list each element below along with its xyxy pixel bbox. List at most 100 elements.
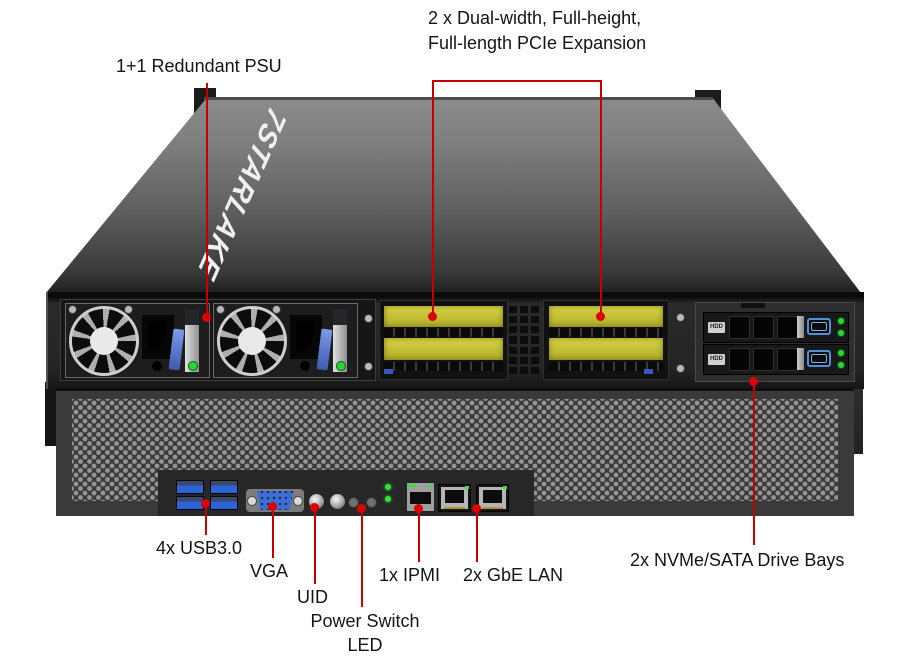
leader-vga (272, 506, 274, 558)
rj45-slot (483, 490, 502, 503)
psu-power-inlet (290, 315, 322, 359)
chassis-top-panel (46, 97, 861, 293)
tray-clip (797, 316, 804, 338)
pcie-bracket-row (384, 328, 503, 337)
pcie-slot-area-1 (379, 300, 508, 380)
leader-pcie-2 (600, 80, 602, 314)
bezel-left-ear (45, 382, 58, 446)
drive-tray-1: HDD (703, 312, 849, 343)
leader-power-switch (361, 508, 363, 607)
port-led (503, 486, 507, 489)
label-drive-bays: 2x NVMe/SATA Drive Bays (630, 550, 845, 570)
leader-pcie-bridge (432, 80, 602, 82)
usb3-port (210, 496, 238, 510)
label-vga: VGA (250, 561, 289, 581)
leader-uid (314, 507, 316, 584)
label-pcie: 2 x Dual-width, Full-height, Full-length… (428, 6, 688, 56)
leader-lan-dot (472, 504, 481, 513)
tray-vents (729, 348, 798, 371)
label-usb: 4x USB3.0 (156, 538, 243, 558)
leader-psu-dot (202, 313, 211, 322)
gbe-lan-port-1 (438, 484, 471, 512)
front-bezel (56, 388, 854, 516)
psu-handle-plate (185, 309, 199, 372)
port-led (429, 484, 433, 487)
status-led (348, 497, 359, 508)
leader-usb-dot (201, 499, 210, 508)
thumbscrew (216, 305, 225, 314)
psu-status-led (336, 361, 346, 371)
leader-ipmi-dot (414, 504, 423, 513)
vga-screw (247, 496, 257, 506)
drive-tray-2: HDD (703, 344, 849, 375)
io-port-strip (158, 470, 534, 516)
thumbscrew (124, 305, 133, 314)
leader-usb (205, 503, 207, 535)
pcie-bracket-row (549, 328, 663, 337)
usb3-port (210, 480, 238, 494)
pcie-slot-area-2 (543, 300, 669, 380)
drive-bay-section: HDD HDD (695, 302, 855, 382)
label-psu: 1+1 Redundant PSU (116, 56, 282, 76)
vga-screw (293, 496, 303, 506)
vga-connector (257, 491, 293, 510)
hdd-label: HDD (708, 354, 725, 365)
thumbscrew (68, 305, 77, 314)
rj45-contacts (444, 507, 465, 509)
label-pcie-line1: 2 x Dual-width, Full-height, (428, 8, 642, 28)
label-pcie-line2: Full-length PCIe Expansion (428, 33, 647, 53)
psu-power-inlet (142, 315, 174, 359)
rj45-slot (410, 492, 431, 504)
pcie-bracket-row (384, 362, 503, 371)
leader-power-switch-dot (357, 504, 366, 513)
label-power-switch-line2: LED (347, 635, 383, 655)
label-power-switch-line1: Power Switch (310, 611, 420, 631)
psu-module-2 (213, 303, 358, 378)
pcie-clip (644, 369, 653, 374)
gbe-lan-port-2 (476, 484, 509, 512)
psu-bay (60, 299, 376, 381)
rj45-slot (445, 490, 464, 503)
chassis-top-edge (204, 97, 713, 100)
drive-led (837, 361, 845, 369)
leader-uid-dot (310, 503, 319, 512)
leader-drive-bays (753, 382, 755, 545)
leader-pcie-1 (432, 80, 434, 314)
psu-fan-icon (217, 306, 287, 376)
leader-drive-bays-dot (749, 377, 758, 386)
port-led (465, 486, 469, 489)
drive-led (837, 329, 845, 337)
green-led (385, 496, 391, 502)
usb-port-block (176, 480, 238, 510)
thumbscrew (272, 305, 281, 314)
pcie-filler-1 (384, 306, 503, 327)
port-led (408, 484, 415, 487)
panel-screw (676, 364, 685, 373)
leader-pcie-dot-1 (428, 312, 437, 321)
tray-clip (797, 348, 804, 370)
status-led (366, 497, 377, 508)
pcie-clip (384, 369, 393, 374)
tray-eject-button (807, 318, 831, 335)
panel-screw (364, 362, 373, 371)
panel-screw (676, 313, 685, 322)
psu-button (152, 361, 162, 371)
pcie-bracket-row (549, 362, 663, 371)
psu-button (300, 361, 310, 371)
label-power-switch: Power Switch LED (295, 609, 435, 657)
label-ipmi: 1x IPMI (379, 565, 441, 585)
tray-eject-button (807, 350, 831, 367)
leader-ipmi (418, 508, 420, 562)
leader-psu (206, 83, 208, 316)
rj45-contacts (482, 507, 503, 509)
leader-lan (476, 508, 478, 562)
leader-vga-dot (268, 502, 277, 511)
psu-module-1 (65, 303, 210, 378)
drive-led (837, 317, 845, 325)
drive-led (837, 349, 845, 357)
pcie-filler-1 (549, 306, 663, 327)
power-switch-button (329, 493, 346, 510)
psu-handle-plate (333, 309, 347, 372)
psu-fan-icon (69, 306, 139, 376)
